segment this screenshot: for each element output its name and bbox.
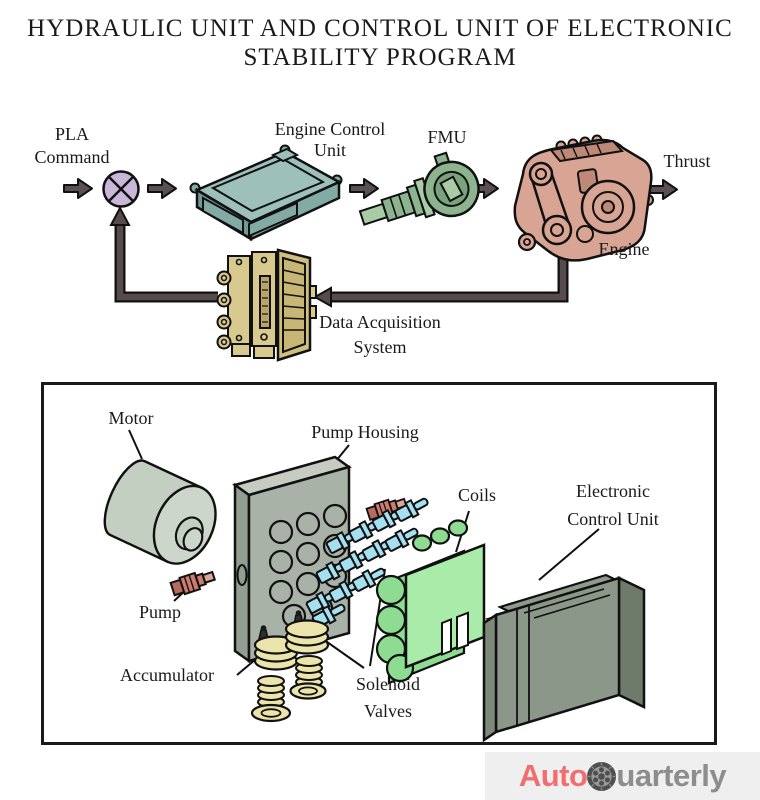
motor-label: Motor [108, 408, 154, 428]
accumulator-label: Accumulator [120, 665, 214, 685]
hydraulic-unit-panel: Motor Pump Housing Pump Accumulator Sole… [41, 382, 717, 745]
coils-label: Coils [457, 485, 496, 505]
accumulator-illustration [250, 619, 330, 723]
engine-label: Engine [598, 239, 650, 259]
page-title: HYDRAULIC UNIT AND CONTROL UNIT OF ELECT… [0, 14, 760, 72]
solenoid-valves-label: Solenoid Valves [355, 674, 420, 721]
summing-junction-icon [102, 170, 140, 208]
flow-arrow-icon [63, 178, 93, 199]
page-title-line2: STABILITY PROGRAM [243, 44, 517, 71]
hydraulic-unit-canvas [103, 429, 646, 742]
engine-control-unit-illustration [189, 144, 343, 242]
engine-illustration [513, 134, 654, 262]
bnc-connectors [216, 270, 232, 350]
flow-arrow-icon [147, 178, 177, 199]
electronic-control-unit-bottom-illustration [482, 573, 646, 742]
pump-label: Pump [138, 602, 181, 622]
electronic-control-unit-label: Electronic Control Unit [567, 481, 659, 529]
flow-arrow-icon [349, 178, 379, 199]
feedback-line [109, 205, 569, 308]
motor-illustration [103, 459, 217, 565]
pump-illustration [169, 570, 217, 597]
logo-auto-text: Auto [518, 758, 588, 793]
logo: Auto uarterly [485, 752, 760, 800]
fmu-illustration [358, 151, 480, 226]
wheel-q-icon [587, 761, 617, 791]
pla-command-label: PLA Command [34, 124, 110, 167]
fmu-label: FMU [427, 127, 467, 147]
data-acquisition-illustration [216, 248, 317, 362]
logo-quarterly-text: uarterly [616, 758, 727, 793]
data-acquisition-label: Data Acquisition System [319, 312, 441, 357]
flow-diagram-canvas [63, 134, 678, 362]
coils-illustration [375, 519, 486, 685]
engine-control-unit-label: Engine Control Unit [274, 119, 386, 160]
pump-housing-label: Pump Housing [311, 422, 419, 442]
flow-arrow-icon [648, 179, 678, 200]
thrust-label: Thrust [663, 151, 711, 171]
page-title-line1: HYDRAULIC UNIT AND CONTROL UNIT OF ELECT… [27, 15, 733, 42]
